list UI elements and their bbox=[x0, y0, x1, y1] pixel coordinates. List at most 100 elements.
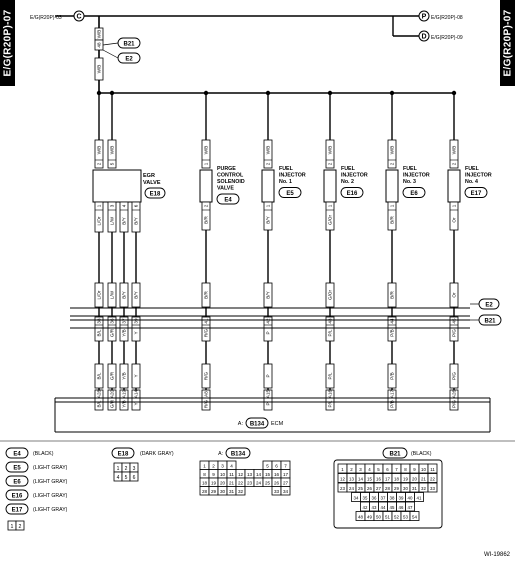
comp-bottom-tag-color: Or bbox=[452, 217, 457, 223]
egr-ecm-color-box bbox=[119, 363, 129, 389]
egr-mid-color: B/Y bbox=[134, 291, 139, 298]
feed-conn-b: E2 bbox=[125, 56, 133, 62]
legend-b21-pin: 54 bbox=[412, 514, 417, 519]
legend-b134-pin: 31 bbox=[229, 489, 235, 494]
comp-top-tag-pin: 2 bbox=[328, 162, 333, 165]
legend-left-conn-oval bbox=[5, 489, 29, 501]
supply-dest-2-conn-letter: D bbox=[421, 33, 426, 40]
comp-conn-oval bbox=[402, 187, 426, 198]
legend-left-conn-oval bbox=[5, 461, 29, 473]
comp-ecm-pin-pin: A16 bbox=[328, 389, 333, 398]
egr-ecm-color: B/L bbox=[97, 372, 102, 379]
egr-mid-pin-pin: 37 bbox=[122, 318, 127, 324]
legend-b134-pin: 11 bbox=[229, 472, 234, 477]
comp-top-tag-color: W/B bbox=[266, 146, 271, 155]
comp-bottom-tag-pin: 1 bbox=[328, 204, 333, 207]
egr-ecm-pin-pin: A19 bbox=[122, 389, 127, 398]
comp-top-tag-pin: 1 bbox=[204, 162, 209, 165]
comp-mid-pin-pin: 41 bbox=[204, 318, 209, 324]
legend-b21-pin: 13 bbox=[349, 476, 354, 481]
legend-b21-pin: 48 bbox=[358, 514, 363, 519]
legend-b21-pin: 25 bbox=[358, 486, 363, 491]
egr-bottom-tag-4-color: B/Y bbox=[134, 217, 139, 224]
legend-left-pin-cell bbox=[15, 520, 25, 531]
comp-ecm-color: P/L bbox=[328, 372, 333, 379]
egr-top-tag-2-box bbox=[107, 139, 117, 169]
legend-b134-pin: 9 bbox=[212, 472, 215, 477]
egr-bottom-tag-2-pin: 3 bbox=[110, 204, 115, 207]
legend-b134-pin: 8 bbox=[203, 472, 206, 477]
comp-mid-color: Or bbox=[452, 292, 457, 298]
legend-b21-pin: 4 bbox=[368, 467, 371, 472]
legend-b134-pin: 27 bbox=[283, 481, 289, 486]
legend-b21-pin: 28 bbox=[385, 486, 390, 491]
egr-mid-pin-box bbox=[131, 316, 141, 342]
comp-top-tag-color: W/B bbox=[204, 146, 209, 155]
comp-bottom-tag-pin: 1 bbox=[390, 204, 395, 207]
legend-b21-pin: 40 bbox=[408, 495, 413, 500]
legend-b134-pin: 3 bbox=[221, 464, 224, 469]
feed-color-lower: W/B bbox=[97, 65, 102, 74]
legend-b134-pin: 32 bbox=[238, 489, 244, 494]
egr-bottom-tag-3-pin: 4 bbox=[122, 204, 127, 207]
egr-bottom-tag-1-pin: 1 bbox=[97, 204, 102, 207]
feed-leader-b bbox=[102, 49, 119, 59]
comp-bottom-tag-box bbox=[263, 201, 273, 231]
comp-mid-pin-box bbox=[387, 316, 397, 342]
egr-top-tag-1-color: W/B bbox=[97, 146, 102, 155]
components-layer bbox=[0, 10, 515, 515]
legend-b134-pin: 10 bbox=[220, 472, 226, 477]
egr-mid-pin-color: G/R bbox=[110, 328, 115, 337]
comp-conn: E6 bbox=[410, 191, 418, 197]
feed-color-upper: W/B bbox=[97, 30, 102, 39]
comp-label-line: INJECTOR bbox=[403, 173, 430, 179]
egr-ecm-color-box bbox=[131, 363, 141, 389]
legend-b134-pin: 19 bbox=[211, 481, 217, 486]
comp-bottom-tag-color: B/Y bbox=[266, 216, 271, 223]
legend-b134-pin: 34 bbox=[283, 489, 289, 494]
legend-b21-pin: 29 bbox=[394, 486, 399, 491]
egr-mid-color-box bbox=[119, 282, 129, 308]
supply-dest-2-ref: E/G(R20P)-09 bbox=[431, 35, 463, 41]
comp-mid-pin-color: P bbox=[266, 331, 271, 334]
legend-e18-cell bbox=[129, 471, 139, 482]
comp-conn-oval bbox=[340, 187, 364, 198]
egr-mid-pin-pin: 38 bbox=[97, 318, 102, 324]
comp-ecm-color: P/G bbox=[452, 372, 457, 380]
comp-mid-pin-box bbox=[325, 316, 335, 342]
egr-top-tag-2-pin: 5 bbox=[110, 162, 115, 165]
egr-ecm-pin-box bbox=[94, 389, 104, 411]
comp-mid-pin-box bbox=[201, 316, 211, 342]
harness-conn-b21: B21 bbox=[484, 318, 496, 324]
egr-bottom-tag-2-color: L/W bbox=[110, 216, 115, 225]
egr-valve-body bbox=[92, 169, 142, 203]
egr-top-tag-1-box bbox=[94, 139, 104, 169]
legend-b21-pin: 17 bbox=[385, 476, 390, 481]
legend-e18-conn: E18 bbox=[118, 451, 129, 457]
comp-conn-oval bbox=[278, 187, 302, 198]
legend-b134-pin: 5 bbox=[266, 464, 269, 469]
supply-source-conn-letter: C bbox=[76, 13, 81, 20]
legend-b134-pin: 7 bbox=[284, 464, 287, 469]
legend-b21-pin: 31 bbox=[412, 486, 417, 491]
comp-label-line: No. 4 bbox=[465, 179, 478, 185]
legend-b134-pin: 28 bbox=[202, 489, 208, 494]
legend-left-color: (LIGHT GRAY) bbox=[33, 479, 68, 485]
comp-mid-color-box bbox=[263, 282, 273, 308]
comp-mid-color: G/Or bbox=[328, 290, 333, 300]
egr-ecm-pin-pin: A28 bbox=[97, 389, 102, 398]
legend-b21-pin: 27 bbox=[376, 486, 381, 491]
comp-mid-pin-box bbox=[263, 316, 273, 342]
comp-bottom-tag-color: B/R bbox=[390, 215, 395, 223]
comp-top-tag-pin: 2 bbox=[452, 162, 457, 165]
comp-conn: E4 bbox=[224, 197, 232, 203]
ecm-prefix: A: bbox=[238, 421, 244, 427]
feed-conn-b-oval bbox=[117, 52, 141, 64]
feed-pin-box bbox=[94, 39, 104, 51]
egr-bottom-tag-3-box bbox=[119, 201, 129, 233]
legend-b21-pin: 19 bbox=[403, 476, 408, 481]
comp-ecm-pin-color: P/B bbox=[390, 400, 395, 407]
comp-mid-pin-color: R/G bbox=[204, 328, 209, 337]
junction-dot bbox=[109, 90, 115, 96]
comp-top-tag-color: W/B bbox=[390, 146, 395, 155]
